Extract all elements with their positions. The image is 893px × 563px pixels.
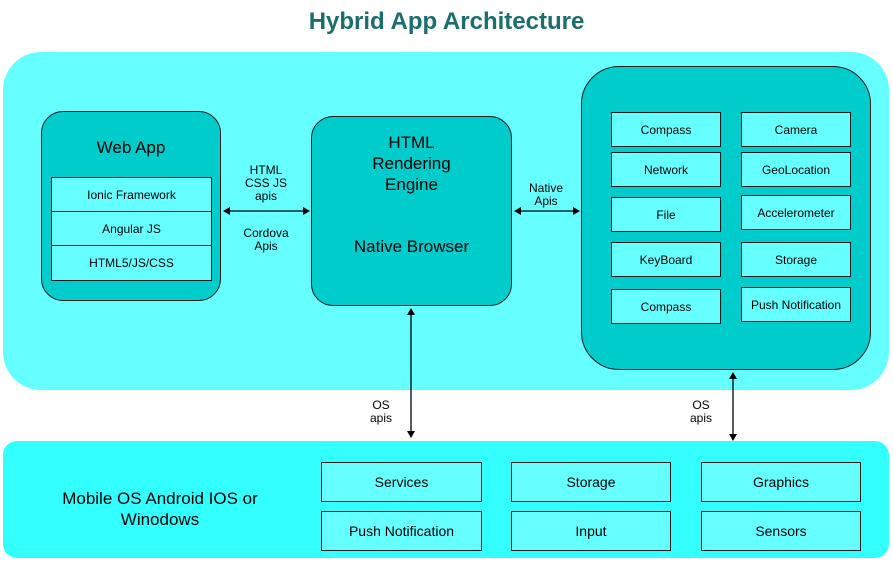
webapp-engine-label-bottom: Cordova Apis — [236, 227, 296, 253]
rendering-engine-heading-line1: HTML — [388, 133, 435, 152]
webapp-engine-label-bottom-line1: Cordova — [243, 226, 289, 240]
mobile-os-label-line1: Mobile OS Android IOS or — [62, 489, 258, 508]
device-api-compass: Compass — [611, 112, 721, 147]
os-component-sensors: Sensors — [701, 511, 861, 551]
mobile-os-label-line2: Winodows — [120, 510, 200, 529]
device-api-keyboard: KeyBoard — [611, 242, 721, 277]
diagram-title: Hybrid App Architecture — [308, 8, 585, 35]
webapp-engine-label-bottom-line2: Apis — [254, 239, 278, 253]
device-api-compass-2: Compass — [611, 289, 721, 324]
web-app-layer-ionic: Ionic Framework — [51, 177, 212, 212]
rendering-engine-heading: HTML Rendering Engine — [311, 132, 512, 195]
devices-os-label-line2: apis — [689, 411, 712, 425]
devices-os-label-line1: OS — [692, 398, 710, 412]
device-api-geolocation: GeoLocation — [741, 152, 851, 187]
device-api-camera: Camera — [741, 112, 851, 147]
webapp-engine-label-top-line2: CSS JS — [244, 176, 287, 190]
rendering-engine-heading-line3: Engine — [385, 175, 438, 194]
os-component-push-notification: Push Notification — [321, 511, 482, 551]
os-component-input: Input — [511, 511, 671, 551]
devices-os-label: OS apis — [671, 399, 731, 425]
device-api-network: Network — [611, 152, 721, 187]
os-component-services: Services — [321, 462, 482, 502]
device-api-file: File — [611, 197, 721, 232]
webapp-engine-label-top: HTML CSS JS apis — [236, 164, 296, 203]
engine-os-label: OS apis — [351, 399, 411, 425]
engine-devices-label-line1: Native — [528, 181, 563, 195]
engine-devices-label-line2: Apis — [534, 194, 558, 208]
web-app-layer-html5: HTML5/JS/CSS — [51, 245, 212, 281]
webapp-engine-label-top-line3: apis — [254, 189, 277, 203]
mobile-os-label: Mobile OS Android IOS or Winodows — [30, 488, 290, 530]
device-api-accelerometer: Accelerometer — [741, 195, 851, 230]
web-app-layer-angular: Angular JS — [51, 211, 212, 246]
device-api-storage: Storage — [741, 242, 851, 277]
native-browser-label: Native Browser — [353, 237, 470, 256]
device-api-push-notification: Push Notification — [741, 287, 851, 322]
engine-os-label-line1: OS — [372, 398, 390, 412]
os-component-graphics: Graphics — [701, 462, 861, 502]
webapp-engine-label-top-line1: HTML — [249, 163, 283, 177]
rendering-engine-heading-line2: Rendering — [372, 154, 451, 173]
engine-os-label-line2: apis — [369, 411, 392, 425]
engine-devices-label: Native Apis — [516, 182, 576, 208]
web-app-heading: Web App — [96, 138, 166, 157]
rendering-engine-box — [311, 116, 512, 306]
os-component-storage: Storage — [511, 462, 671, 502]
